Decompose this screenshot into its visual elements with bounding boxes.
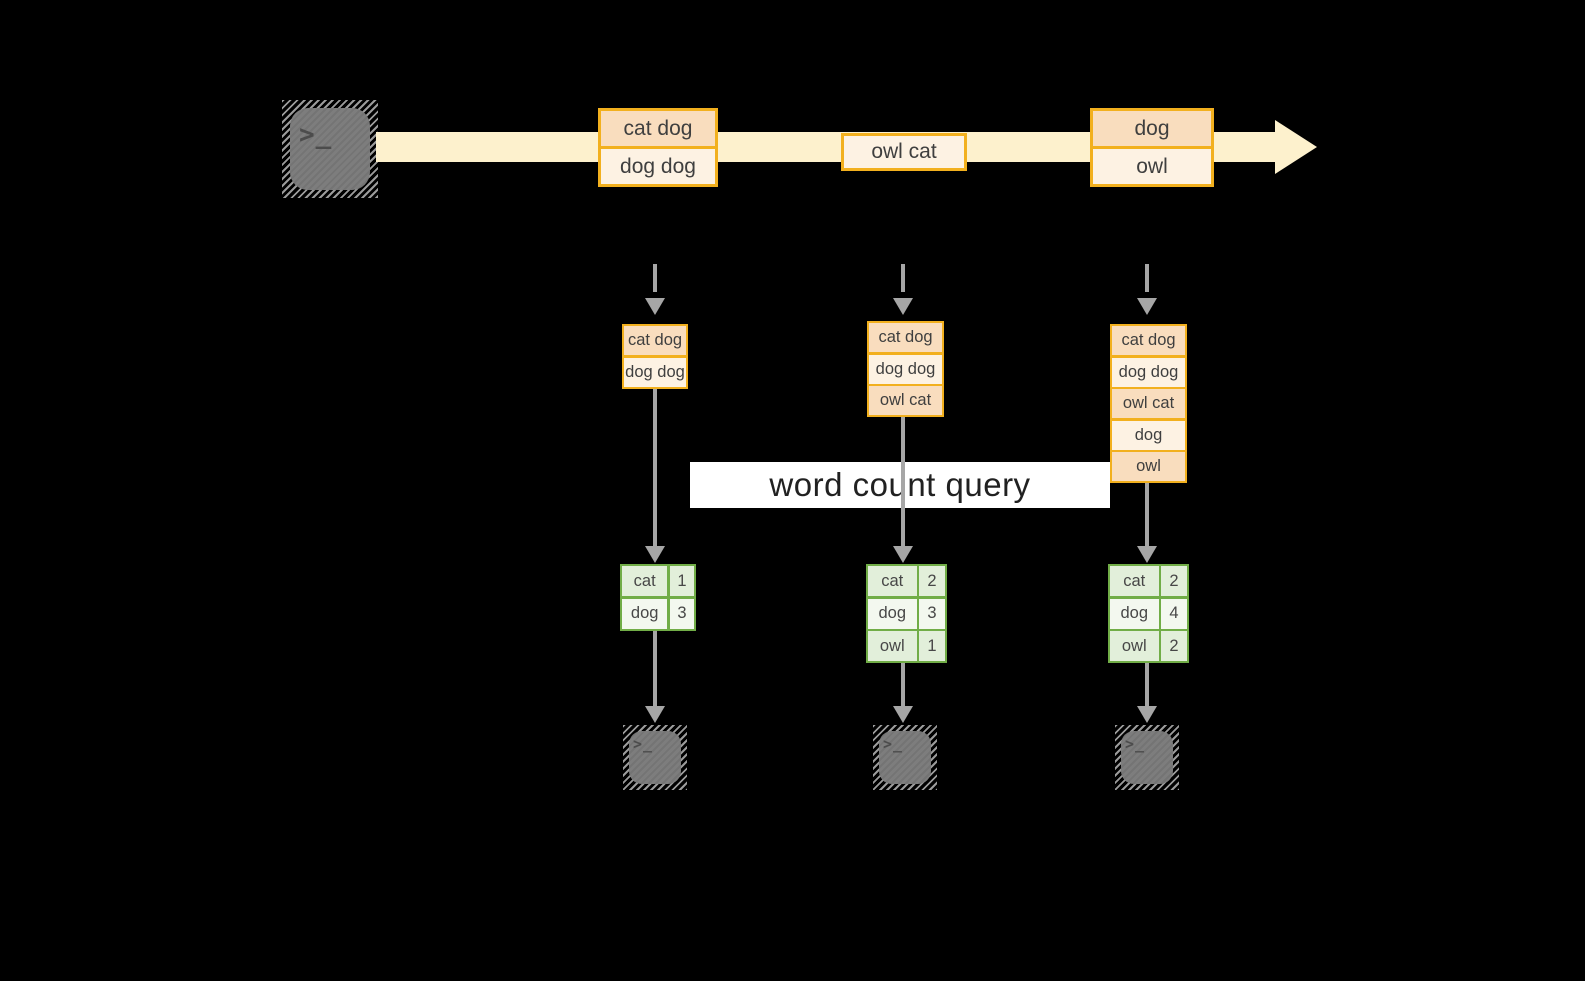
result-connector: [653, 630, 657, 706]
state-buffer-2: cat dog dog dog owl cat: [867, 321, 944, 417]
event-line: dog: [1093, 111, 1211, 146]
buffer-line: cat dog: [624, 326, 686, 355]
query-connector: [901, 416, 905, 548]
word-cell: dog: [622, 598, 668, 629]
state-buffer-3: cat dog dog dog owl cat dog owl: [1110, 324, 1187, 483]
prompt-glyph-icon: >_: [1125, 735, 1146, 753]
ingest-arrow-dash: [901, 264, 905, 292]
word-cell: owl: [868, 631, 917, 661]
stream-arrowhead-icon: [1275, 120, 1317, 174]
terminal-output-icon-3: >_: [1115, 725, 1179, 790]
buffer-line: dog dog: [869, 354, 942, 384]
word-cell: dog: [868, 598, 917, 629]
buffer-line: owl cat: [869, 386, 942, 415]
buffer-line: owl cat: [1112, 389, 1185, 418]
event-line: dog dog: [601, 149, 715, 184]
terminal-output-icon-1: >_: [623, 725, 687, 790]
query-connector: [653, 388, 657, 548]
query-connector: [1145, 482, 1149, 548]
result-arrowhead-icon: [893, 706, 913, 723]
state-buffer-1: cat dog dog dog: [622, 324, 688, 389]
table-row: cat 2: [868, 566, 945, 596]
result-connector: [901, 662, 905, 706]
buffer-line: dog dog: [1112, 357, 1185, 387]
word-cell: owl: [1110, 631, 1159, 661]
prompt-glyph-icon: >_: [633, 735, 654, 753]
event-line: owl cat: [844, 136, 964, 168]
count-cell: 1: [669, 566, 694, 596]
table-row: dog 4: [1110, 598, 1187, 629]
buffer-line: owl: [1112, 452, 1185, 481]
count-cell: 3: [669, 598, 694, 629]
ingest-arrowhead-icon: [893, 298, 913, 315]
prompt-glyph-icon: >_: [299, 120, 333, 150]
buffer-line: dog dog: [624, 357, 686, 387]
result-arrowhead-icon: [645, 706, 665, 723]
count-cell: 2: [1161, 631, 1187, 661]
count-cell: 2: [1161, 566, 1187, 596]
event-line: owl: [1093, 149, 1211, 184]
table-row: cat 2: [1110, 566, 1187, 596]
word-cell: cat: [622, 566, 668, 596]
count-cell: 2: [919, 566, 945, 596]
table-row: dog 3: [622, 598, 694, 629]
terminal-output-icon-2: >_: [873, 725, 937, 790]
table-row: dog 3: [868, 598, 945, 629]
count-cell: 1: [919, 631, 945, 661]
prompt-glyph-icon: >_: [883, 735, 904, 753]
table-row: owl 2: [1110, 631, 1187, 661]
result-arrowhead-icon: [1137, 706, 1157, 723]
word-cell: dog: [1110, 598, 1159, 629]
word-cell: cat: [868, 566, 917, 596]
stream-event-box-3: dog owl: [1090, 108, 1214, 187]
connector-arrowhead-icon: [645, 546, 665, 563]
ingest-arrowhead-icon: [1137, 298, 1157, 315]
connector-arrowhead-icon: [1137, 546, 1157, 563]
buffer-line: cat dog: [1112, 326, 1185, 355]
result-connector: [1145, 662, 1149, 706]
query-label-banner: word count query: [690, 462, 1110, 508]
ingest-arrow-dash: [1145, 264, 1149, 292]
count-cell: 3: [919, 598, 945, 629]
buffer-line: dog: [1112, 420, 1185, 450]
terminal-screen: [629, 731, 681, 784]
terminal-screen: [879, 731, 931, 784]
event-line: cat dog: [601, 111, 715, 146]
terminal-screen: [1121, 731, 1173, 784]
stream-event-box-1: cat dog dog dog: [598, 108, 718, 187]
ingest-arrowhead-icon: [645, 298, 665, 315]
word-count-table-1: cat 1 dog 3: [620, 564, 696, 631]
buffer-line: cat dog: [869, 323, 942, 352]
terminal-screen: [290, 108, 370, 190]
word-cell: cat: [1110, 566, 1159, 596]
terminal-source-icon: >_: [282, 100, 378, 198]
query-label: word count query: [769, 466, 1031, 503]
connector-arrowhead-icon: [893, 546, 913, 563]
ingest-arrow-dash: [653, 264, 657, 292]
table-row: owl 1: [868, 631, 945, 661]
table-row: cat 1: [622, 566, 694, 596]
stream-event-box-2: owl cat: [841, 133, 967, 171]
count-cell: 4: [1161, 598, 1187, 629]
word-count-table-2: cat 2 dog 3 owl 1: [866, 564, 947, 663]
word-count-table-3: cat 2 dog 4 owl 2: [1108, 564, 1189, 663]
